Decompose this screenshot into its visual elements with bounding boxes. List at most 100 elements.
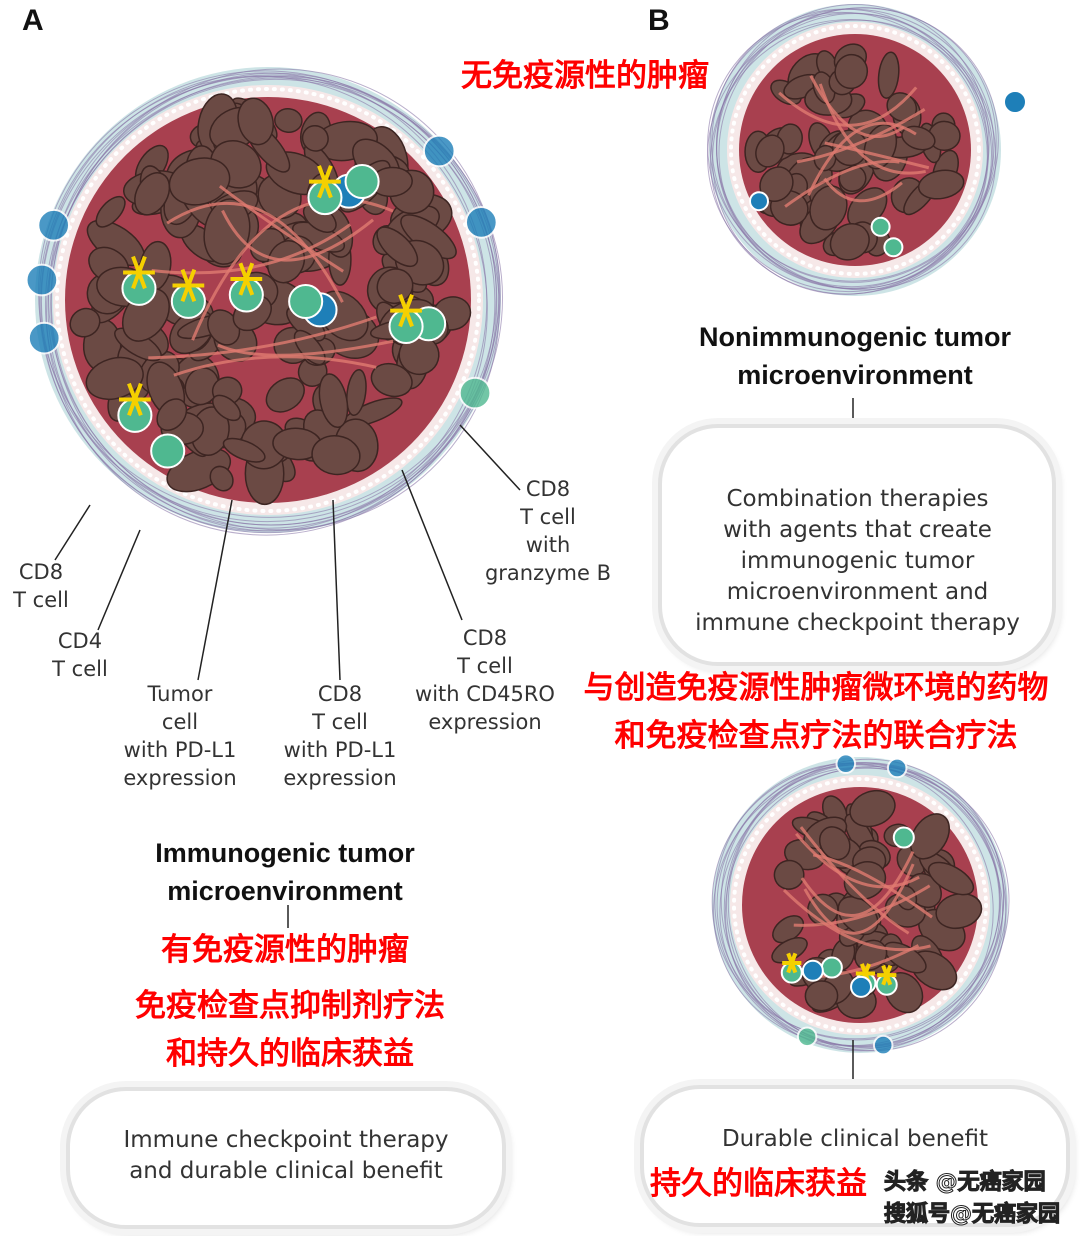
immunogenic-tumor-fiber [44, 77, 504, 526]
peripheral-t-cell [835, 753, 857, 774]
tumor-cell [917, 169, 965, 200]
peripheral-t-cell [872, 1034, 894, 1056]
tumor-cell [212, 394, 242, 422]
nonimmunogenic-tumor-membrane-dots [729, 24, 981, 276]
combination-therapy-text: Combination therapies with agents that c… [695, 486, 1020, 636]
label-cd8: CD8 T cell [13, 560, 69, 612]
tumor-cell [168, 157, 231, 206]
granzyme-b-marker [390, 293, 422, 328]
tumor-cell [829, 223, 870, 261]
granzyme-b-marker [877, 964, 897, 986]
tumor-cell [809, 185, 848, 231]
label-cd8-granzyme: CD8 T cell with granzyme B [484, 477, 612, 585]
converted-tumor-membrane-dots [732, 777, 988, 1033]
durable-benefit-text: Durable clinical benefit [721, 1126, 989, 1152]
tumor-cell [311, 435, 361, 476]
durable-benefit-box [640, 1085, 1070, 1227]
tumor-cell [346, 369, 367, 417]
blood-vessel [799, 826, 910, 935]
tumor-cell [849, 789, 896, 828]
tumor-cell [773, 859, 805, 890]
blood-vessel [166, 201, 344, 303]
label-cd8-cd45ro: CD8 T cell with CD45RO expression [415, 626, 555, 734]
converted-tumor-fiber [727, 763, 1007, 1052]
tumor-cell [935, 892, 983, 930]
peripheral-t-cell [27, 321, 61, 355]
blood-vessel [784, 159, 900, 208]
immunogenic-title: Immunogenic tumor microenvironment [155, 838, 415, 906]
blood-vessel [824, 141, 930, 170]
tumor-cell [237, 97, 274, 146]
panel-b-letter: B [648, 4, 670, 37]
leader-line [197, 499, 233, 681]
immune-checkpoint-text: Immune checkpoint therapy and durable cl… [123, 1127, 449, 1184]
blood-vessel [793, 884, 931, 927]
converted-tumor-fiber [724, 766, 1010, 1048]
nonimmunogenic-tumor-fiber [716, 4, 990, 289]
combination-therapy-box [658, 424, 1056, 666]
excluded-t-cell [883, 237, 904, 258]
blood-vessel [809, 75, 905, 138]
excluded-t-cell [749, 191, 769, 212]
converted-tumor-fiber [726, 758, 1005, 1047]
peripheral-t-cell [37, 208, 71, 242]
tumor-cell [301, 124, 329, 152]
nonimmunogenic-tumor-fiber [716, 7, 999, 283]
excluded-t-cell [870, 216, 891, 237]
blood-vessel [173, 355, 377, 377]
immune-checkpoint-box [66, 1087, 506, 1229]
tumor-cell [274, 107, 303, 133]
tumor-cell [203, 198, 251, 265]
cd4-t-cell [850, 975, 873, 998]
leader-line [401, 469, 463, 621]
leader-line [459, 424, 521, 491]
peripheral-t-cell [422, 134, 456, 168]
cd8-t-cell [892, 826, 915, 849]
blood-vessel [151, 223, 352, 275]
blood-vessel [148, 315, 377, 360]
cd4-t-cell [801, 959, 824, 982]
watermark-sohu: 搜狐号@无癌家园 [883, 1202, 1061, 1228]
tumor-cell [318, 373, 349, 429]
cd8-t-cell [150, 433, 186, 469]
granzyme-b-marker [172, 268, 205, 303]
durable-benefit-zh-label: 持久的临床获益 [650, 1166, 867, 1202]
tumor-cell [266, 240, 306, 284]
tumor-cell [877, 51, 900, 99]
peripheral-t-cell [796, 1026, 818, 1048]
blood-vessel [812, 853, 933, 919]
combination-zh-label: 与创造免疫源性肿瘤微环境的药物 和免疫检查点疗法的联合疗法 [583, 670, 1049, 754]
tumor-cell [818, 826, 851, 861]
converted-tumor-fiber [723, 762, 1001, 1052]
label-tumor-pdl1: Tumor cell with PD-L1 expression [123, 682, 237, 790]
tumor-cell [755, 134, 785, 168]
tumor-cell [376, 226, 419, 268]
granzyme-b-marker [309, 165, 341, 199]
cd8-t-cell [820, 956, 843, 979]
immunogenic-zh-label: 有免疫源性的肿瘤 [161, 932, 409, 968]
blood-vessel [823, 177, 903, 203]
cd4-t-cell [1003, 90, 1027, 114]
cd8-t-cell [344, 163, 380, 200]
granzyme-b-marker [230, 262, 263, 296]
converted-tumor-fiber [714, 762, 994, 1050]
blood-vessel [803, 863, 915, 935]
granzyme-b-marker [782, 952, 802, 974]
peripheral-t-cell [458, 376, 492, 410]
tumor-cell [134, 172, 171, 216]
leader-line [332, 499, 341, 681]
tumor-cell [909, 813, 951, 860]
nonimmunogenic-title: Nonimmunogenic tumor microenvironment [699, 322, 1011, 390]
cd8-t-cell [288, 283, 324, 320]
checkpoint-zh-label: 免疫检查点抑制剂疗法 和持久的临床获益 [135, 988, 445, 1072]
label-cd8-pdl1: CD8 T cell with PD-L1 expression [283, 682, 397, 790]
tumor-cell [370, 362, 413, 398]
tumor-cell [209, 465, 234, 492]
tumor-cell [69, 307, 101, 338]
panel-a-letter: A [22, 4, 44, 37]
tumor-cell [95, 195, 126, 228]
nonimmunogenic-tumor-fiber [709, 8, 995, 282]
peripheral-t-cell [464, 206, 498, 239]
tumor-cell [265, 377, 305, 413]
